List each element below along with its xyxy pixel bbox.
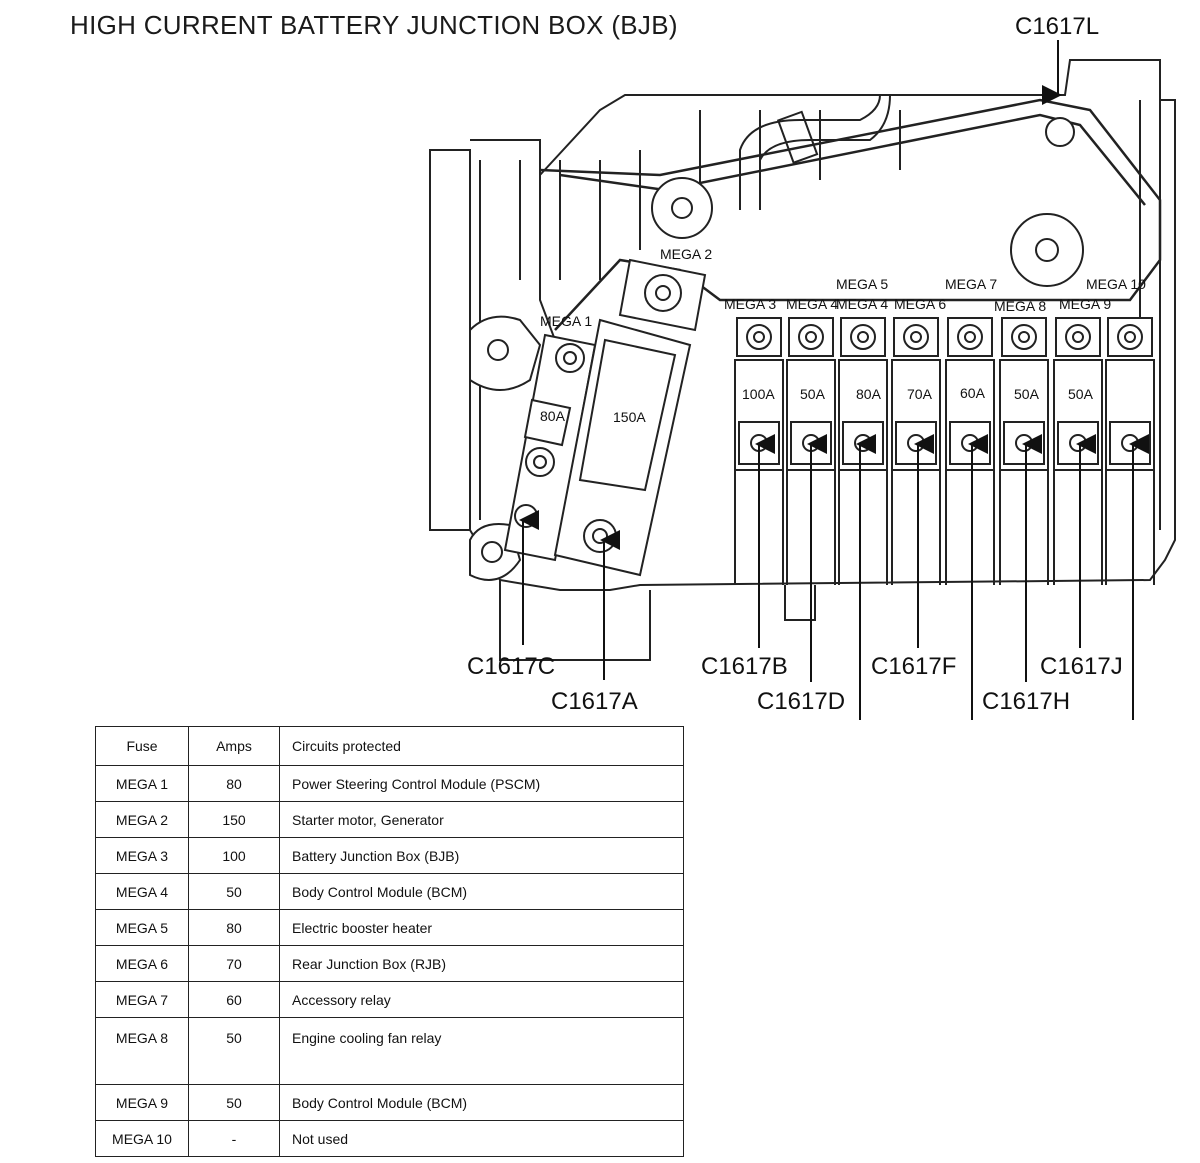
cell-circuit: Not used xyxy=(279,1120,684,1157)
fuse-label-mega6: MEGA 6 xyxy=(894,296,946,312)
header-amps: Amps xyxy=(188,726,280,766)
connector-C: C1617C xyxy=(467,653,555,680)
cell-circuit: Electric booster heater xyxy=(279,909,684,946)
cell-fuse: MEGA 9 xyxy=(95,1084,189,1121)
fuse-label-mega4: MEGA 4 xyxy=(786,296,838,312)
cell-circuit: Starter motor, Generator xyxy=(279,801,684,838)
cell-circuit: Power Steering Control Module (PSCM) xyxy=(279,765,684,802)
cell-circuit: Body Control Module (BCM) xyxy=(279,1084,684,1121)
cell-amps: 50 xyxy=(188,873,280,910)
cell-fuse: MEGA 4 xyxy=(95,873,189,910)
fuse-label-mega4b: MEGA 4 xyxy=(836,296,888,312)
table-header-row: Fuse Amps Circuits protected xyxy=(95,726,684,766)
connector-D: C1617D xyxy=(757,688,845,715)
cell-fuse: MEGA 2 xyxy=(95,801,189,838)
cell-amps: 70 xyxy=(188,945,280,982)
cell-fuse: MEGA 7 xyxy=(95,981,189,1018)
cell-amps: 150 xyxy=(188,801,280,838)
connector-L: C1617L xyxy=(1015,13,1099,40)
page-title: HIGH CURRENT BATTERY JUNCTION BOX (BJB) xyxy=(70,10,678,40)
amp-label-a4: 50A xyxy=(800,386,826,402)
amp-labels: 80A 150A 100A 50A 80A 70A 60A 50A 50A xyxy=(540,385,1094,425)
amp-label-a8: 50A xyxy=(1014,386,1040,402)
cell-circuit: Body Control Module (BCM) xyxy=(279,873,684,910)
leader-lines xyxy=(519,40,1149,720)
fuse-label-mega1: MEGA 1 xyxy=(540,313,592,329)
cell-circuit: Rear Junction Box (RJB) xyxy=(279,945,684,982)
cell-amps: - xyxy=(188,1120,280,1157)
cell-circuit: Battery Junction Box (BJB) xyxy=(279,837,684,874)
fuse-slot xyxy=(999,317,1049,585)
mega-fuse-row xyxy=(734,317,1155,585)
cell-fuse: MEGA 3 xyxy=(95,837,189,874)
fuse-label-mega2: MEGA 2 xyxy=(660,246,712,262)
cell-fuse: MEGA 10 xyxy=(95,1120,189,1157)
cell-fuse: MEGA 8 xyxy=(95,1017,189,1085)
fuse-label-mega10: MEGA 10 xyxy=(1086,276,1146,292)
amp-label-a5: 80A xyxy=(856,386,882,402)
fuse-slot xyxy=(1053,317,1103,585)
header-fuse: Fuse xyxy=(95,726,189,766)
fuse-slot xyxy=(945,317,995,585)
table-row: MEGA 10-Not used xyxy=(95,1120,684,1157)
connector-H: C1617H xyxy=(982,688,1070,715)
cell-amps: 80 xyxy=(188,765,280,802)
fuse-slot xyxy=(891,317,941,585)
fuse-label-mega3: MEGA 3 xyxy=(724,296,776,312)
cell-amps: 50 xyxy=(188,1017,280,1085)
cell-amps: 100 xyxy=(188,837,280,874)
amp-label-a9: 50A xyxy=(1068,386,1094,402)
fuse-label-mega5: MEGA 5 xyxy=(836,276,888,292)
cell-fuse: MEGA 1 xyxy=(95,765,189,802)
fuse-slot xyxy=(838,317,888,585)
connector-callouts: C1617LC1617CC1617AC1617BC1617DC1617EC161… xyxy=(467,13,1123,715)
fuse-slot xyxy=(1105,317,1155,585)
connector-A: C1617A xyxy=(551,688,638,715)
connector-J: C1617J xyxy=(1040,653,1123,680)
amp-label-a6: 70A xyxy=(907,386,933,402)
cell-amps: 50 xyxy=(188,1084,280,1121)
mounting-holes xyxy=(469,117,1084,581)
cell-circuit: Accessory relay xyxy=(279,981,684,1018)
cell-circuit: Engine cooling fan relay xyxy=(279,1017,684,1085)
amp-label-a2: 150A xyxy=(613,409,646,425)
amp-label-a7: 60A xyxy=(960,385,986,401)
fuse-label-mega7: MEGA 7 xyxy=(945,276,997,292)
fuse-label-mega9: MEGA 9 xyxy=(1059,296,1111,312)
amp-label-a1: 80A xyxy=(540,408,566,424)
fuse-label-mega8: MEGA 8 xyxy=(994,298,1046,314)
cell-amps: 80 xyxy=(188,909,280,946)
cable-harness xyxy=(739,94,891,210)
header-circuits: Circuits protected xyxy=(279,726,684,766)
connector-B: C1617B xyxy=(701,653,788,680)
cell-fuse: MEGA 6 xyxy=(95,945,189,982)
cell-amps: 60 xyxy=(188,981,280,1018)
connector-F: C1617F xyxy=(871,653,956,680)
cell-fuse: MEGA 5 xyxy=(95,909,189,946)
amp-label-a3: 100A xyxy=(742,386,775,402)
